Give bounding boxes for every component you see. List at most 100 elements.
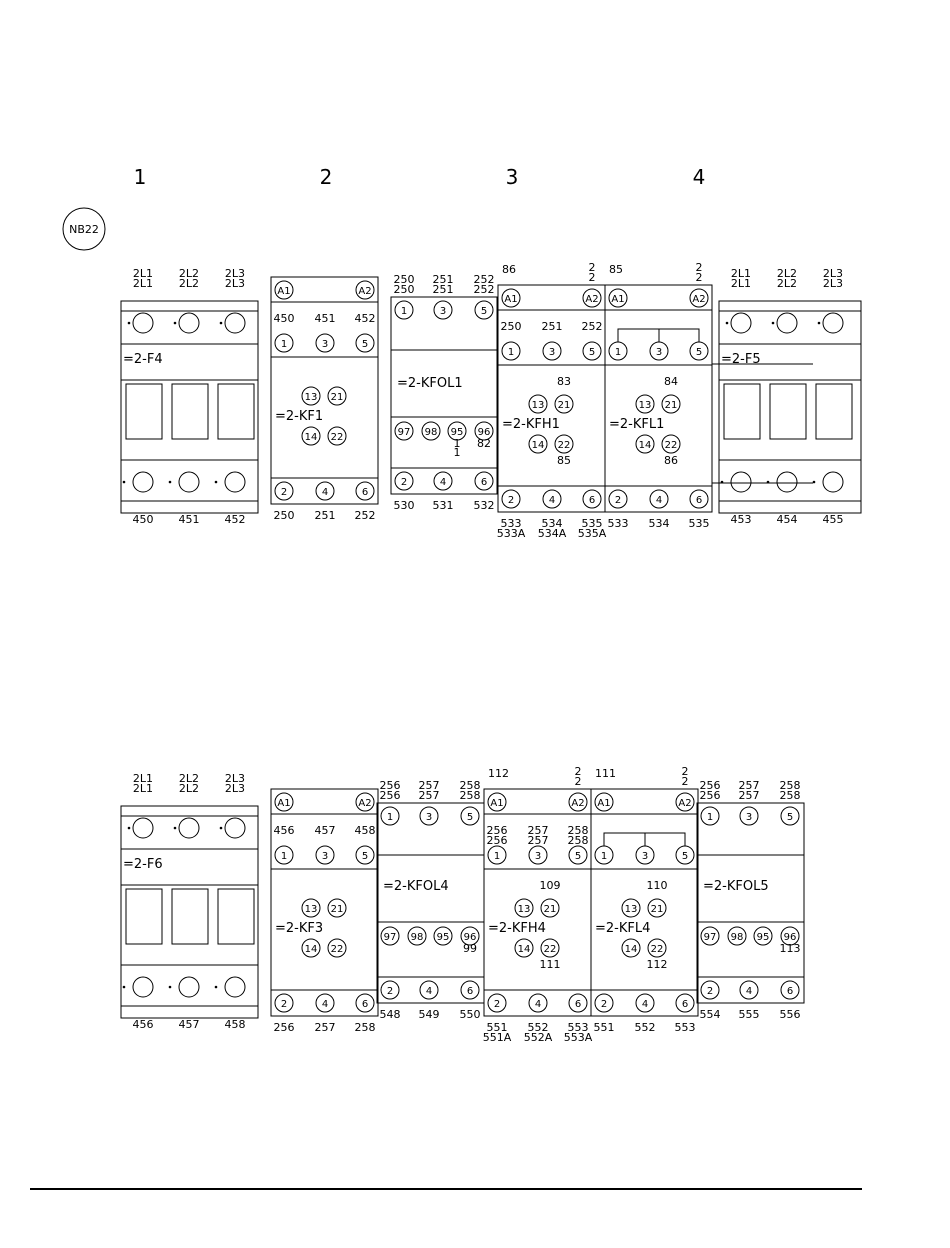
contactor-kf3-pole-bottom-label: 4 [322, 999, 328, 1010]
overload-kfol4-aux-label: 97 [384, 932, 397, 943]
contactor-kf1-bottom-label: 250 [274, 509, 295, 522]
overload-kfol5-pole-bottom-circle [700, 980, 720, 1000]
contactor-kfl4-coil-a1-label: A1 [597, 798, 610, 809]
contactor-kfl4-bottom-label: 553 [675, 1021, 696, 1034]
overload-kfol5-aux-label: 95 [757, 932, 770, 943]
contactor-kf3-aux-circle [301, 938, 321, 958]
fuse-f6-name: =2-F6 [123, 857, 163, 872]
overload-kfol5-pole-top-label: 3 [746, 812, 752, 823]
fuse-f5-top-label: 2L3 [823, 267, 843, 280]
fuse-f6-pole [217, 888, 255, 945]
contactor-kfl4-pole-bottom-label: 2 [601, 999, 607, 1010]
fuse-f6-top-label: 2L2 [179, 782, 199, 795]
contactor-kfl4-aux-wire: 112 [647, 958, 668, 971]
contactor-kf3-aux-label: 22 [331, 944, 344, 955]
sheet-badge-label: NB22 [69, 223, 99, 236]
fuse-f5-dot [817, 321, 821, 325]
fuse-f6-top-terminal [178, 817, 200, 839]
fuse-f4-top-terminal [132, 312, 154, 334]
fuse-f4-dot [173, 321, 177, 325]
contactor-kf1-wire-label: 452 [355, 312, 376, 325]
contactor-kfl1-pole-top-label: 1 [615, 347, 621, 358]
contactor-kf3-aux-label: 14 [305, 944, 318, 955]
overload-kfol5-pole-top-circle [780, 806, 800, 826]
contactor-kfh1-pole-top-label: 1 [508, 347, 514, 358]
contactor-kfh1-bottom-label: 535 [582, 517, 603, 530]
overload-kfol1-bottom-label: 530 [394, 499, 415, 512]
fuse-f4-top-label: 2L2 [179, 277, 199, 290]
overload-kfol4-pole-bottom-circle [460, 980, 480, 1000]
contactor-kf1-name: =2-KF1 [275, 409, 323, 424]
overload-kfol5-bottom-label: 556 [780, 1008, 801, 1021]
contactor-kfh4-pole-bottom-label: 4 [535, 999, 541, 1010]
overload-kfol4-aux-wire: 99 [463, 942, 477, 955]
contactor-kfh1-aux-wire: 85 [557, 454, 571, 467]
fuse-f6-bottom-terminal [178, 976, 200, 998]
contactor-kf1-pole-bottom-circle [315, 481, 335, 501]
contactor-kf3-pole-top-label: 3 [322, 851, 328, 862]
contactor-kf3-name: =2-KF3 [275, 921, 323, 936]
contactor-kfl1-name: =2-KFL1 [609, 417, 664, 432]
contactor-kfh4-bottom-label: 551 [487, 1021, 508, 1034]
fuse-f6-top-label: 2L3 [225, 782, 245, 795]
contactor-kfl4-pole-bottom-circle [635, 993, 655, 1013]
fuse-f4-top-label: 2L3 [225, 277, 245, 290]
overload-kfol5-top-label: 258 [780, 779, 801, 792]
contactor-kf1-pole-bottom-circle [274, 481, 294, 501]
contactor-kf1-aux-circle [301, 386, 321, 406]
contactor-kfh1-pole-bottom-circle [582, 489, 602, 509]
contactor-kfh4-name: =2-KFH4 [488, 921, 546, 936]
contactor-kfl1-aux-circle [661, 394, 681, 414]
fuse-f5-top-terminal [730, 312, 752, 334]
contactor-kf1-aux-circle [301, 426, 321, 446]
overload-kfol1-top-label: 251 [433, 283, 454, 296]
overload-kfol5-top-label: 258 [780, 789, 801, 802]
fuse-f5-bottom-label: 453 [731, 513, 752, 526]
overload-kfol1-top-label: 252 [474, 283, 495, 296]
contactor-kfl4-aux-wire: 110 [647, 879, 668, 892]
fuse-f4-dot [214, 480, 218, 484]
contactor-kf1-pole-top-label: 1 [281, 339, 287, 350]
contactor-kfl1-bottom-label: 534 [649, 517, 670, 530]
overload-kfol1-pole-top-label: 3 [440, 306, 446, 317]
contactor-kfl4-pole-top-label: 5 [682, 851, 688, 862]
contactor-kfl4-coil-a2-label: A2 [678, 798, 691, 809]
overload-kfol5-pole-bottom-circle [739, 980, 759, 1000]
contactor-kf3-wire-label: 456 [274, 824, 295, 837]
overload-kfol4-pole-bottom-label: 4 [426, 986, 432, 997]
contactor-kf1-coil-a2-label: A2 [358, 286, 371, 297]
overload-kfol4-top-label: 257 [419, 789, 440, 802]
overload-kfol1-aux-circle [447, 421, 467, 441]
overload-kfol1-aux-label: 98 [425, 427, 438, 438]
fuse-f6-top-label: 2L2 [179, 772, 199, 785]
contactor-kfh4-coil-a1-label: A1 [490, 798, 503, 809]
contactor-kfh1-pole-top-circle [501, 341, 521, 361]
fuse-f4-top-terminal [224, 312, 246, 334]
fuse-f5-pole [769, 383, 807, 440]
overload-kfol1-name: =2-KFOL1 [397, 376, 463, 391]
contactor-kfh4-aux-circle [514, 898, 534, 918]
contactor-kfl4-pole-bottom-circle [594, 993, 614, 1013]
contactor-kfh4-aux-circle [514, 938, 534, 958]
contactor-kf3-aux-circle [327, 938, 347, 958]
contactor-kfl4-coil-a1-circle [594, 792, 614, 812]
contactor-kf3-aux-label: 21 [331, 904, 344, 915]
overload-kfol4-pole-bottom-label: 6 [467, 986, 473, 997]
contactor-kfh4-bottom-label: 553A [564, 1031, 593, 1044]
contactor-kfh1-top-left: 86 [502, 263, 516, 276]
contactor-kf3-wire-label: 457 [315, 824, 336, 837]
overload-kfol1-aux-mark: 1 [454, 437, 461, 450]
contactor-kfh4-pole-bottom-circle [528, 993, 548, 1013]
overload-kfol4-pole-top-circle [460, 806, 480, 826]
overload-kfol4-bottom-label: 549 [419, 1008, 440, 1021]
overload-kfol4-pole-bottom-circle [419, 980, 439, 1000]
contactor-kfh4-top-left: 112 [488, 767, 509, 780]
contactor-kfl1-top-left: 85 [609, 263, 623, 276]
